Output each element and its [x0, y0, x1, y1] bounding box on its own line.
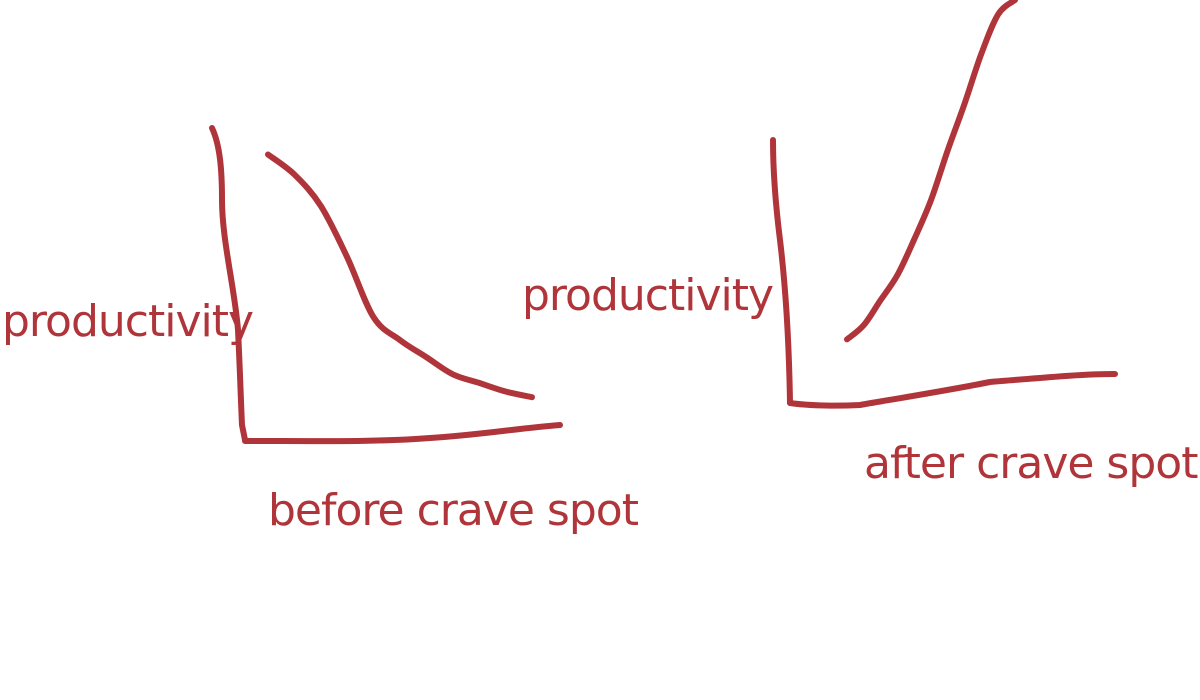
chart-after: productivity after crave spot [522, 0, 1199, 489]
after-series-line [844, 0, 1018, 343]
chart-before: productivity before crave spot [2, 125, 640, 536]
after-x-axis-label: after crave spot [864, 438, 1198, 489]
before-y-axis-label: productivity [2, 296, 253, 347]
before-x-axis-label: before crave spot [268, 485, 639, 536]
before-y-axis [209, 125, 248, 443]
after-y-axis-label: productivity [522, 270, 773, 321]
after-x-axis [787, 371, 1118, 409]
after-y-axis [770, 137, 793, 406]
before-x-axis [242, 422, 563, 445]
before-series-line [265, 151, 535, 401]
